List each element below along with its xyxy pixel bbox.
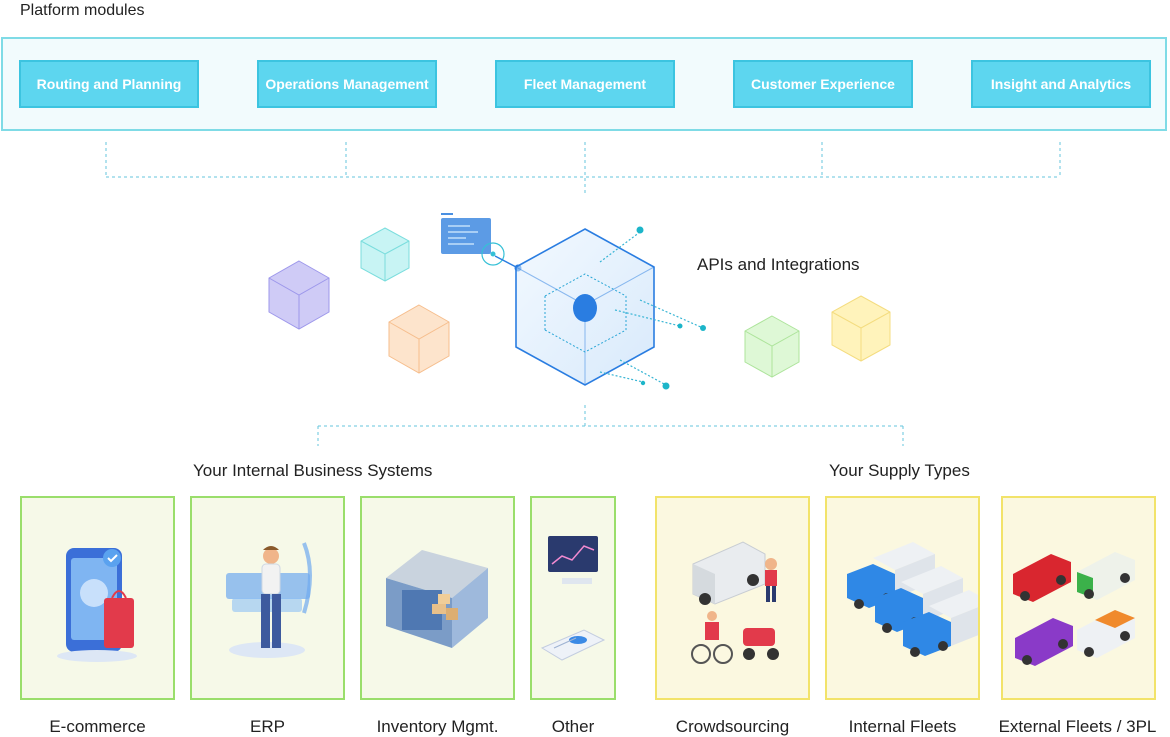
supply-types-title: Your Supply Types <box>829 461 970 480</box>
crowdsourcing-card[interactable] <box>655 496 810 700</box>
erp-card[interactable] <box>190 496 345 700</box>
internal-systems-title: Your Internal Business Systems <box>193 461 433 480</box>
crowdsourcing-label: Crowdsourcing <box>675 717 790 736</box>
module-operations-management[interactable]: Operations Management <box>257 60 437 108</box>
module-routing-planning[interactable]: Routing and Planning <box>19 60 199 108</box>
systems-connectors <box>317 405 904 446</box>
code-document-icon <box>441 213 522 272</box>
internal-fleet-trucks-icon <box>847 542 978 657</box>
crowdsourcing-vehicles-icon <box>691 541 779 664</box>
other-label: Other <box>551 717 595 736</box>
module-customer-experience[interactable]: Customer Experience <box>733 60 913 108</box>
page-title: Platform modules <box>20 2 145 19</box>
module-insight-analytics[interactable]: Insight and Analytics <box>971 60 1151 108</box>
internal-fleets-label: Internal Fleets <box>848 717 957 736</box>
external-fleets-label: External Fleets / 3PL <box>998 717 1157 736</box>
inventory-card[interactable] <box>360 496 515 700</box>
analytics-monitor-icon <box>540 536 606 661</box>
ecommerce-card[interactable] <box>20 496 175 700</box>
module-connectors <box>105 142 1061 195</box>
api-integrations-label: APIs and Integrations <box>697 255 860 274</box>
inventory-label: Inventory Mgmt. <box>376 717 499 736</box>
external-fleet-vans-icon <box>1013 552 1135 666</box>
orange-cube-icon <box>388 304 450 374</box>
erp-person-icon <box>226 542 312 658</box>
api-hub-cube-icon <box>515 226 706 390</box>
ecommerce-phone-icon <box>57 548 137 662</box>
purple-cube-icon <box>268 260 330 330</box>
other-card[interactable] <box>530 496 616 700</box>
green-cube-icon <box>744 315 800 378</box>
internal-fleets-card[interactable] <box>825 496 980 700</box>
warehouse-icon <box>386 550 488 648</box>
erp-label: ERP <box>250 717 285 736</box>
teal-cube-icon <box>360 227 410 282</box>
external-fleets-card[interactable] <box>1001 496 1156 700</box>
module-fleet-management[interactable]: Fleet Management <box>495 60 675 108</box>
yellow-cube-icon <box>831 295 891 362</box>
ecommerce-label: E-commerce <box>49 717 146 736</box>
